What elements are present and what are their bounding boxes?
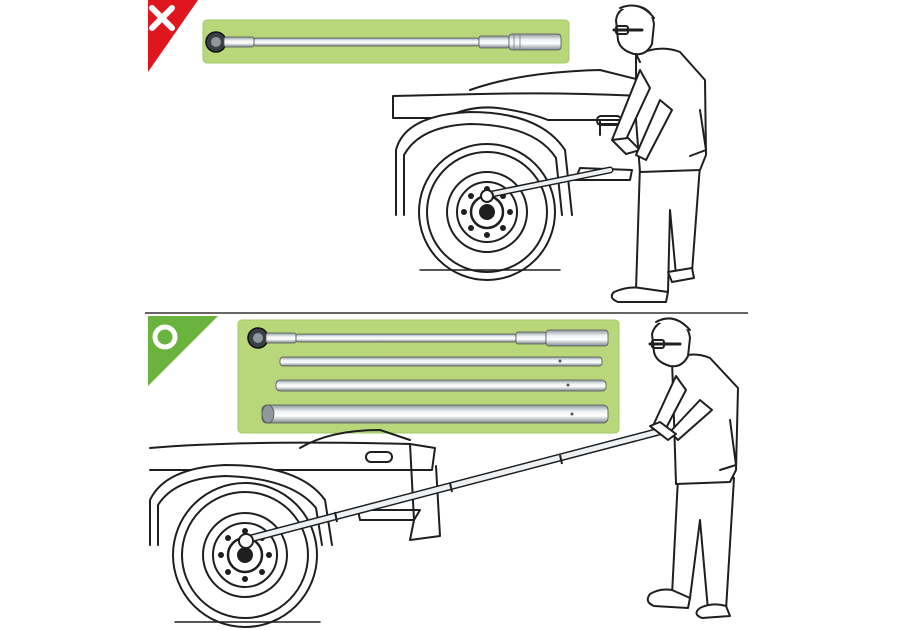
extension-bar-2 — [275, 379, 607, 392]
mechanic-top — [610, 4, 707, 303]
torque-wrench-image — [247, 327, 609, 349]
extension-bar-3 — [261, 404, 609, 424]
correct-panel — [148, 316, 739, 628]
vehicle-front-top — [392, 69, 641, 281]
tool-panel-top — [202, 19, 570, 64]
extension-bar-1 — [279, 356, 603, 367]
circle-icon — [148, 316, 218, 386]
cross-icon — [148, 0, 198, 72]
torque-wrench-extended-in-use — [238, 426, 669, 549]
tool-panel-bottom — [237, 319, 620, 434]
mechanic-bottom — [646, 317, 739, 619]
torque-wrench-in-use-top — [480, 166, 614, 203]
torque-wrench-image — [205, 31, 562, 53]
incorrect-panel — [148, 0, 707, 303]
vehicle-front-bottom — [149, 429, 441, 628]
